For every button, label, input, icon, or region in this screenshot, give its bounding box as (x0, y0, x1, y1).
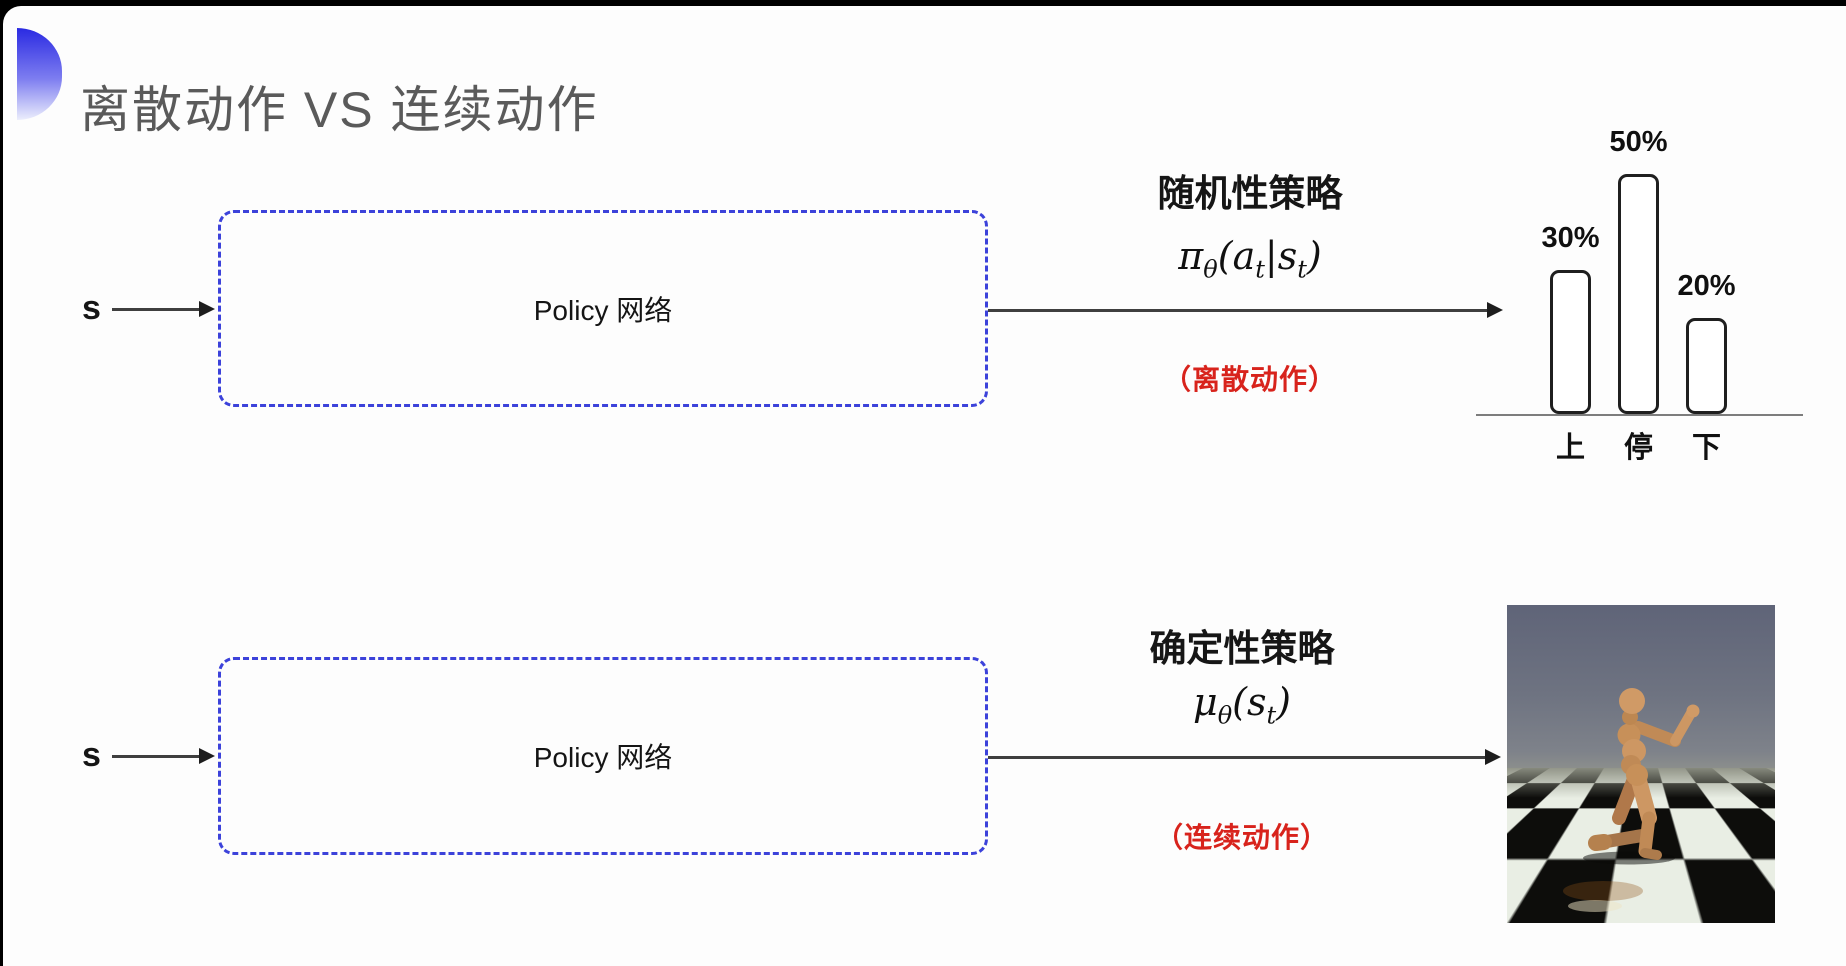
bar-value-label: 50% (1609, 126, 1668, 158)
bar-group: 30% (1535, 222, 1606, 414)
formula-symbol: μ (1193, 680, 1218, 724)
stochastic-policy-formula: πθ(at|st) (1090, 234, 1410, 284)
formula-arg: s (1277, 234, 1298, 278)
arrowhead-icon (199, 748, 215, 764)
bar-value-label: 30% (1541, 222, 1600, 254)
state-input-label-top: s (82, 289, 101, 327)
humanoid-figure (1563, 688, 1700, 912)
formula-subscript: t (1255, 255, 1265, 284)
continuous-action-note: （连续动作） (1154, 822, 1329, 853)
arrowhead-icon (1485, 749, 1501, 765)
bar (1550, 270, 1591, 414)
humanoid-robot-image (1507, 605, 1775, 923)
bar-category-label: 下 (1691, 432, 1721, 464)
formula-arg: s (1246, 680, 1267, 724)
arrow-policy-to-output-bottom (988, 756, 1486, 759)
formula-subscript: θ (1217, 701, 1233, 730)
formula-pipe: | (1264, 234, 1278, 278)
bar-category-label: 上 (1555, 432, 1585, 464)
policy-network-box-bottom: Policy 网络 (218, 657, 988, 855)
sky-background (1507, 605, 1775, 768)
bar-value-label: 20% (1677, 270, 1736, 302)
formula-paren: ) (1276, 680, 1291, 724)
bar-group: 20% (1671, 270, 1742, 414)
state-input-label-bottom: s (82, 736, 101, 774)
slide: 离散动作 VS 连续动作 s Policy 网络 随机性策略 πθ(at|st)… (3, 6, 1846, 966)
arrow-state-to-policy-top (112, 308, 202, 311)
policy-network-label: Policy 网络 (533, 294, 673, 326)
arrow-state-to-policy-bottom (112, 755, 202, 758)
formula-arg: a (1232, 234, 1256, 278)
bar (1686, 318, 1727, 414)
formula-subscript: t (1297, 255, 1307, 284)
formula-subscript: t (1266, 701, 1277, 730)
discrete-action-note: （离散动作） (1162, 364, 1337, 395)
arrowhead-icon (199, 301, 215, 317)
formula-symbol: π (1178, 234, 1204, 278)
chart-baseline-axis (1476, 414, 1803, 416)
arrowhead-icon (1487, 302, 1503, 318)
deterministic-policy-title: 确定性策略 (1149, 628, 1335, 669)
arrow-policy-to-output-top (988, 309, 1488, 312)
policy-network-label: Policy 网络 (533, 742, 673, 773)
formula-paren: ( (1232, 680, 1247, 724)
formula-paren: ( (1217, 234, 1233, 278)
formula-paren: ) (1306, 234, 1322, 278)
policy-network-box-top: Policy 网络 (218, 210, 988, 407)
bar (1618, 174, 1659, 414)
deterministic-policy-formula: μθ(st) (1082, 680, 1402, 730)
stochastic-policy-title: 随机性策略 (1157, 173, 1343, 214)
action-probability-bar-chart: 30% 50% 20% 上 停 下 (1476, 100, 1816, 464)
bar-category-label: 停 (1623, 432, 1653, 464)
title-bullet-icon (17, 28, 62, 120)
bar-group: 50% (1603, 126, 1674, 414)
formula-subscript: θ (1203, 255, 1218, 284)
page-title: 离散动作 VS 连续动作 (80, 81, 599, 138)
